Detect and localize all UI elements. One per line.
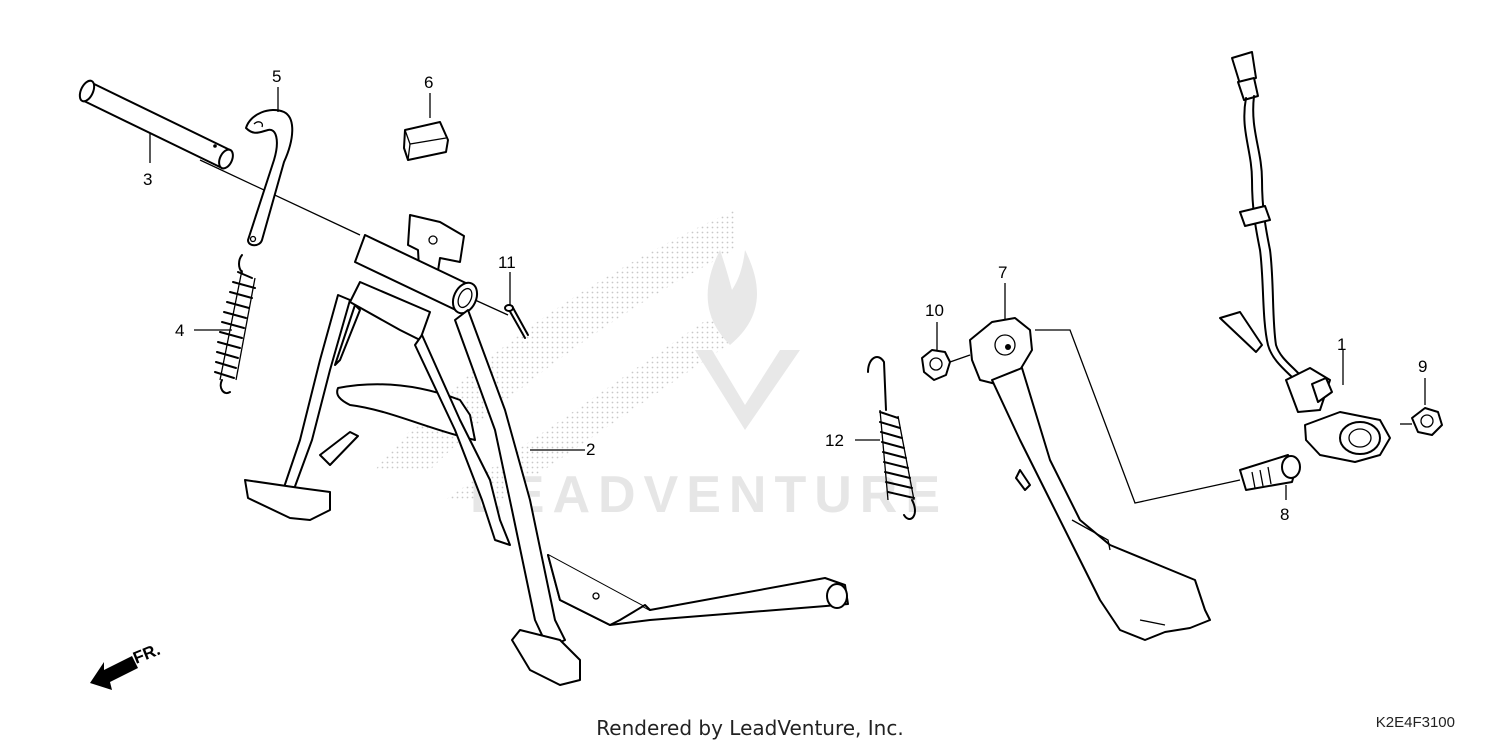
bolt-8: [1239, 454, 1301, 491]
front-direction-marker: FR.: [90, 640, 163, 690]
callout-4: 4: [175, 321, 184, 340]
cotter-pin-11: [474, 299, 529, 339]
watermark-text: LEADVENTURE: [470, 466, 948, 524]
front-label: FR.: [130, 640, 163, 668]
main-stand-2: [244, 214, 849, 686]
callout-10: 10: [925, 301, 944, 320]
callout-2: 2: [586, 440, 595, 459]
callout-6: 6: [424, 73, 433, 92]
rubber-stopper-6: [403, 121, 449, 161]
leader-lines: [149, 87, 1426, 500]
callout-9: 9: [1418, 357, 1427, 376]
footer-credit: Rendered by LeadVenture, Inc.: [596, 716, 904, 740]
front-arrow-icon: [90, 656, 138, 690]
callout-5: 5: [272, 67, 281, 86]
callouts: 1 2 3 4 5 6 7 8 9 10 11 12: [143, 67, 1427, 524]
callout-7: 7: [998, 263, 1007, 282]
spring-4: [214, 254, 256, 394]
nut-10: [921, 349, 971, 381]
spring-12: [867, 356, 916, 520]
pivot-shaft-3: [78, 79, 361, 236]
watermark: LEADVENTURE: [375, 210, 948, 524]
callout-3: 3: [143, 170, 152, 189]
callout-8: 8: [1280, 505, 1289, 524]
side-stand-7: [969, 317, 1241, 641]
bolt-9: [1400, 407, 1443, 436]
diagram-code: K2E4F3100: [1375, 714, 1455, 731]
callout-12: 12: [825, 431, 844, 450]
hook-plate-5: [245, 109, 294, 247]
side-stand-switch-1: [1219, 51, 1391, 463]
callout-1: 1: [1337, 335, 1346, 354]
callout-11: 11: [498, 253, 516, 272]
